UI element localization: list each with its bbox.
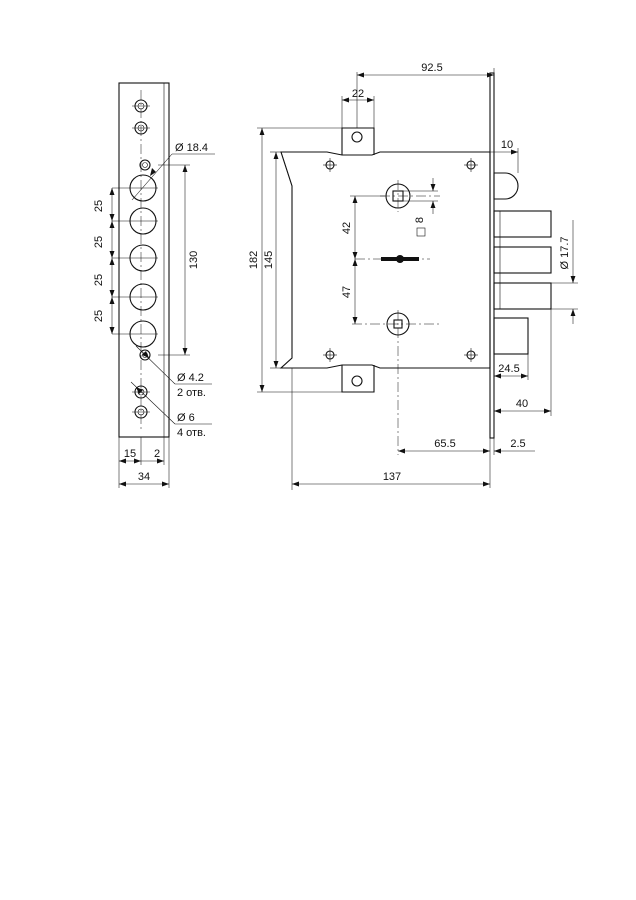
latch-dimension: 10	[470, 139, 519, 173]
bolt-length-dimension: 40	[494, 309, 552, 416]
square-symbol	[416, 227, 426, 237]
square-dimension: 8	[403, 178, 438, 237]
rivet	[323, 348, 337, 362]
hole-count-label: 4 отв.	[177, 427, 206, 439]
lock-body-view: 8 42 47	[248, 62, 578, 490]
spindle-offset-dimension: 65.5 2.5	[398, 438, 535, 488]
dimension-label: 24.5	[498, 363, 519, 375]
dimension-label: 10	[501, 139, 513, 151]
hole-diameter-callout: Ø 4.2 2 отв.	[135, 345, 212, 399]
pitch-label: 25	[93, 274, 105, 286]
key-slot	[355, 255, 430, 263]
latch-bolt	[493, 172, 519, 200]
dimension-label: 2.5	[510, 438, 525, 450]
pitch-label: 25	[93, 236, 105, 248]
rivet	[323, 158, 337, 172]
bottom-mounting-tab	[341, 365, 375, 393]
span-dimension: 130	[158, 164, 200, 356]
bolt-throw-dimension: 24.5	[494, 354, 529, 380]
tab-width-dimension: 22	[341, 88, 375, 128]
hole-diameter-callout: Ø 18.4	[131, 142, 215, 201]
bolt-diameter-label: Ø 17.7	[559, 236, 571, 269]
dimension-label: 2	[154, 448, 160, 460]
pitch-label: 25	[93, 200, 105, 212]
case-depth-dimension: 137	[291, 368, 490, 490]
dimension-label: 137	[383, 471, 401, 483]
deadbolt	[493, 282, 552, 310]
dimension-label: 92.5	[421, 62, 442, 74]
dimension-label: 15	[124, 448, 136, 460]
hole-diameter-label: Ø 6	[177, 412, 195, 424]
faceplate-view: 25 25 25 25 130 Ø 18.4 Ø 4.2 2 отв.	[93, 82, 215, 488]
screw-hole	[132, 405, 150, 419]
deadbolt	[493, 210, 552, 238]
deadbolt	[493, 246, 552, 274]
screw-hole	[132, 121, 150, 135]
dimension-label: 40	[516, 398, 528, 410]
rivet	[464, 158, 478, 172]
plate-width-dimension: 15 2 34	[118, 437, 170, 488]
dimension-label: 34	[138, 471, 150, 483]
top-mounting-tab	[341, 127, 375, 155]
upper-spindle	[380, 180, 440, 212]
dimension-label: 65.5	[434, 438, 455, 450]
backset-dimension: 92.5	[356, 62, 495, 128]
pitch-dimension: 25 25 25 25	[93, 187, 158, 335]
front-plate-edge	[489, 72, 495, 439]
square-label: 8	[414, 217, 426, 223]
dimension-label: 47	[341, 286, 353, 298]
dimension-label: 145	[263, 251, 275, 269]
bolt-diameter-dimension: Ø 17.7	[551, 220, 578, 324]
dimension-label: 42	[341, 222, 353, 234]
pitch-label: 25	[93, 310, 105, 322]
small-hole	[139, 159, 151, 171]
spindle-distance-dimension: 42 47	[341, 195, 385, 324]
case-height-dimension: 145	[263, 151, 281, 369]
dimension-label: 182	[248, 251, 260, 269]
faceplate-outline	[118, 82, 170, 438]
hole-diameter-label: Ø 18.4	[175, 142, 208, 154]
lock-case-chamfer	[280, 151, 293, 369]
rivet	[464, 348, 478, 362]
hole-count-label: 2 отв.	[177, 387, 206, 399]
tab-hole	[351, 375, 363, 387]
dimension-label: 22	[352, 88, 364, 100]
span-label: 130	[188, 251, 200, 269]
screw-hole	[132, 99, 150, 113]
bolt-block	[493, 317, 529, 355]
total-height-dimension: 182	[248, 127, 342, 393]
tab-hole	[351, 131, 363, 143]
hole-diameter-label: Ø 4.2	[177, 372, 204, 384]
hole-diameter-callout: Ø 6 4 отв.	[130, 381, 212, 439]
lower-spindle	[352, 310, 440, 455]
